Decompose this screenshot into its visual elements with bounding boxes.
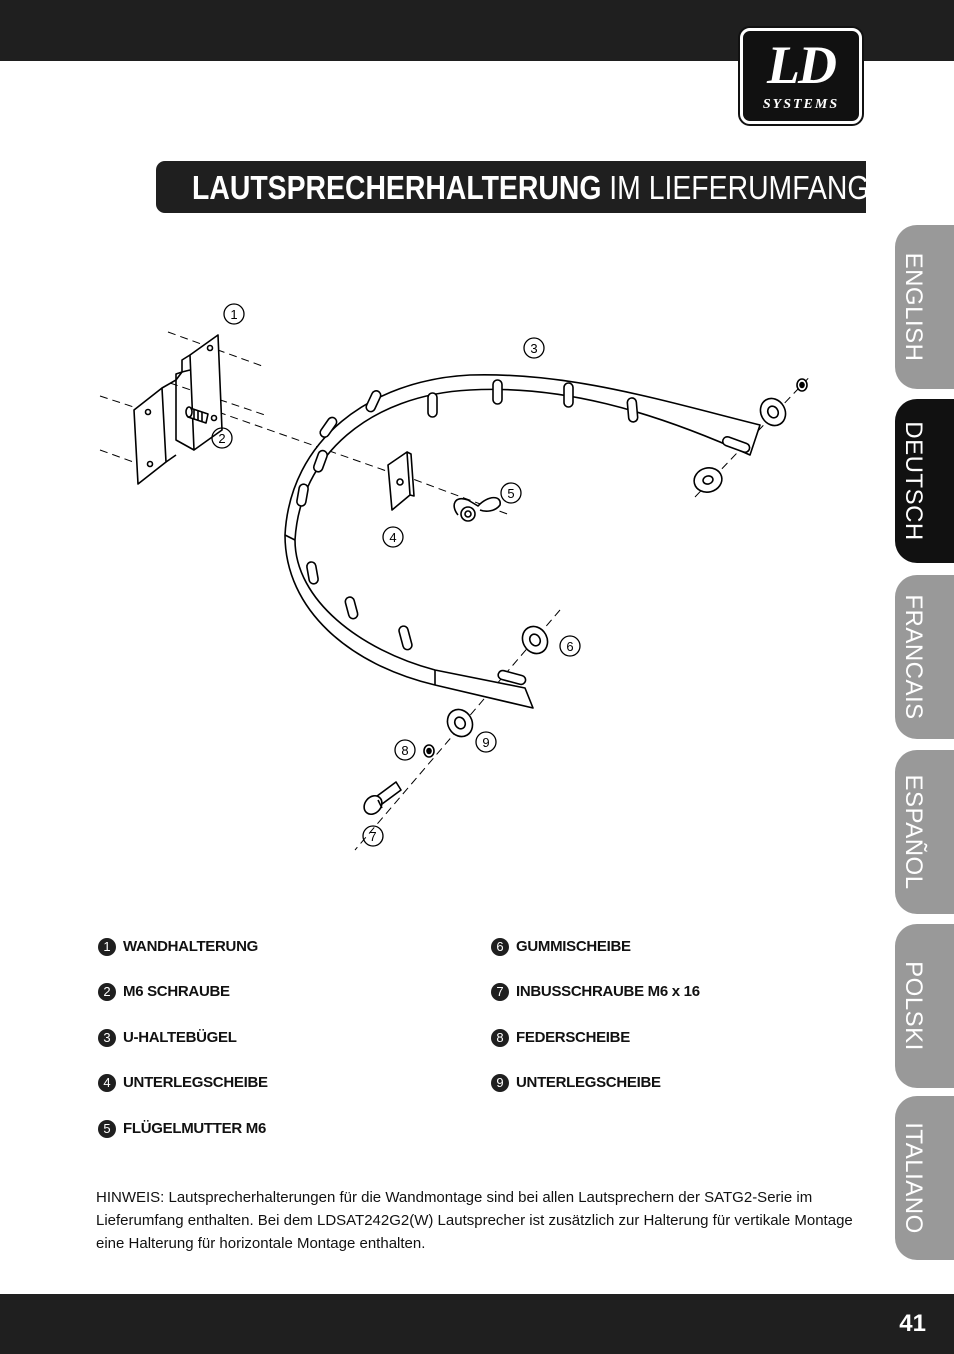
title-banner: LAUTSPRECHERHALTERUNG IM LIEFERUMFANG: [156,161,877,213]
callout-1: 1 [223,303,245,325]
svg-text:1: 1 [230,307,237,322]
part-number-badge: 2 [98,983,116,1002]
dash-line [169,382,266,416]
part-number-badge: 8 [491,1029,509,1048]
note-text: HINWEIS: Lautsprecherhalterungen für die… [96,1189,853,1252]
callout-3: 3 [523,337,545,359]
tab-label-polski: POLSKI [900,961,927,1051]
svg-text:3: 3 [530,341,537,356]
part-item-8: 8 FEDERSCHEIBE [491,1028,630,1048]
page-title: LAUTSPRECHERHALTERUNG IM LIEFERUMFANG: [192,169,877,207]
wing-nut [453,496,501,522]
callout-4: 4 [382,526,404,548]
tab-label-english: ENGLISH [900,252,927,362]
svg-text:2: 2 [218,431,225,446]
rubber-washer [521,625,549,655]
svg-text:5: 5 [507,486,514,501]
logo-sub-text: SYSTEMS [762,97,840,112]
part-number-badge: 9 [491,1074,509,1093]
part-item-6: 6 GUMMISCHEIBE [491,937,631,957]
bracket-slots [296,379,751,686]
part-label: WANDHALTERUNG [123,938,258,956]
ld-systems-logo: LD SYSTEMS [740,28,862,124]
hex-screw [363,781,402,816]
m6-screw [185,406,209,424]
part-item-7: 7 INBUSSCHRAUBE M6 x 16 [491,982,700,1002]
dash-line [217,411,399,476]
svg-text:8: 8 [401,743,408,758]
part-item-2: 2 M6 SCHRAUBE [98,982,230,1002]
tab-espanol[interactable]: ESPAÑOL [895,750,954,914]
callout-7: 7 [362,825,384,847]
part-label: UNTERLEGSCHEIBE [123,1074,268,1092]
part-item-4: 4 UNTERLEGSCHEIBE [98,1073,268,1093]
tab-italiano[interactable]: ITALIANO [895,1096,954,1260]
tab-polski[interactable]: POLSKI [895,924,954,1088]
callout-8: 8 [394,739,416,761]
part-label: UNTERLEGSCHEIBE [516,1074,661,1092]
page-number: 41 [899,1310,926,1337]
part-number-badge: 5 [98,1120,116,1139]
exploded-diagram: 1 2 3 4 5 6 7 8 9 [99,303,810,851]
dash-line [167,331,266,368]
part-number-badge: 3 [98,1029,116,1048]
part-label: FEDERSCHEIBE [516,1029,630,1047]
bottom-washer [446,708,474,738]
svg-text:6: 6 [566,639,573,654]
top-screw [693,378,808,493]
callout-2: 2 [211,427,233,449]
bottom-bar [0,1294,954,1354]
part-number-badge: 1 [98,938,116,957]
tab-label-italiano: ITALIANO [900,1122,927,1234]
svg-text:7: 7 [369,829,376,844]
part-number-badge: 6 [491,938,509,957]
part-number-badge: 7 [491,983,509,1002]
part-label: GUMMISCHEIBE [516,938,631,956]
title-rest: IM LIEFERUMFANG: [601,169,878,206]
part-item-3: 3 U-HALTEBÜGEL [98,1028,237,1048]
part-item-5: 5 FLÜGELMUTTER M6 [98,1119,266,1139]
part-item-9: 9 UNTERLEGSCHEIBE [491,1073,661,1093]
logo-main-text: LD [767,35,837,95]
u-bracket [284,373,761,709]
part-label: M6 SCHRAUBE [123,983,230,1001]
tab-label-espanol: ESPAÑOL [900,774,927,890]
wall-bracket [133,334,223,485]
tab-deutsch[interactable]: DEUTSCH [895,399,954,563]
tab-english[interactable]: ENGLISH [895,225,954,389]
part-label: U-HALTEBÜGEL [123,1029,237,1047]
part-item-1: 1 WANDHALTERUNG [98,937,258,957]
callout-9: 9 [475,731,497,753]
part-number-badge: 4 [98,1074,116,1093]
title-bold: LAUTSPRECHERHALTERUNG [192,169,602,206]
svg-text:9: 9 [482,735,489,750]
part-label: FLÜGELMUTTER M6 [123,1120,266,1138]
spring-washer [423,744,435,758]
tab-label-deutsch: DEUTSCH [900,421,927,541]
tab-francais[interactable]: FRANCAIS [895,575,954,739]
washer-plate [387,451,415,511]
callout-6: 6 [559,635,581,657]
callout-5: 5 [500,482,522,504]
tab-label-francais: FRANCAIS [900,594,927,720]
svg-text:4: 4 [389,530,396,545]
part-label: INBUSSCHRAUBE M6 x 16 [516,983,700,1001]
